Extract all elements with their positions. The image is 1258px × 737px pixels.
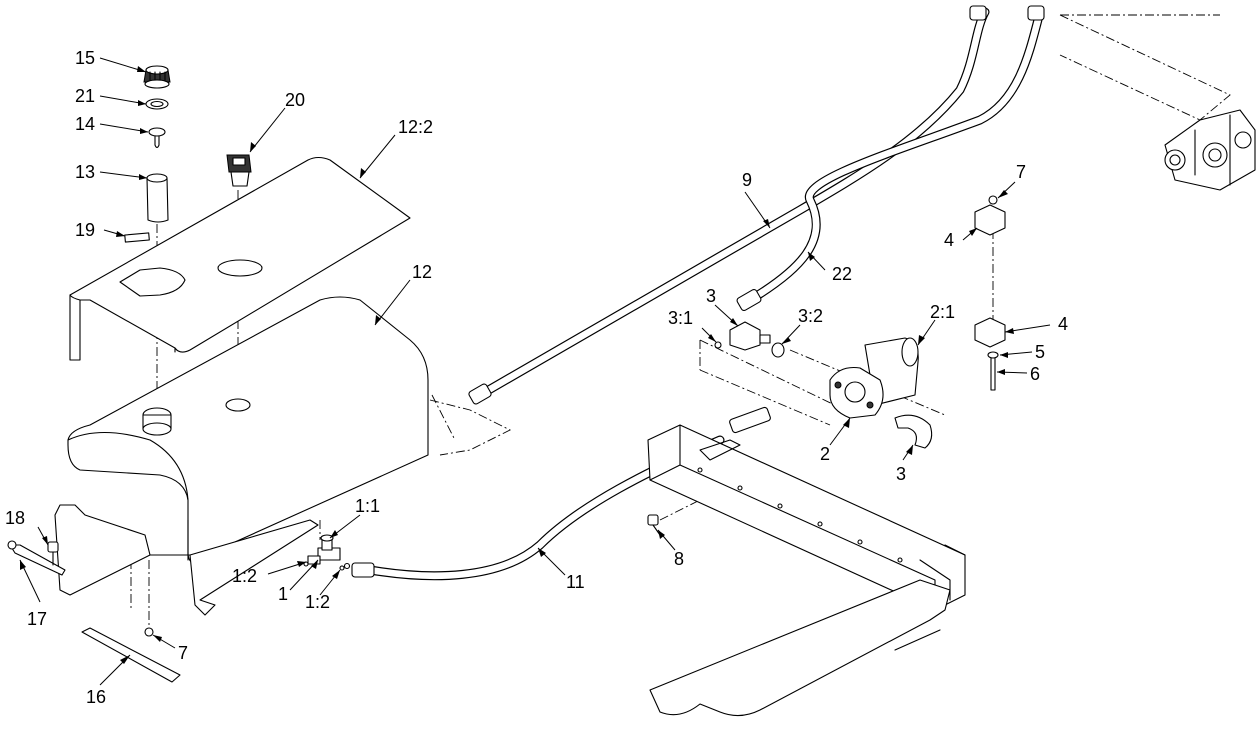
callout-2: 2	[820, 444, 830, 464]
callout-6: 6	[1030, 364, 1040, 384]
frame-bolt	[647, 514, 661, 536]
gasket	[145, 98, 169, 110]
fuel-tank	[67, 296, 429, 563]
callout-9: 9	[742, 170, 752, 190]
tank-strap-clamp	[7, 540, 66, 576]
vent-valve	[226, 154, 252, 187]
callout-21: 21	[75, 86, 95, 106]
mount-bracket	[974, 195, 1006, 391]
callout-1-2-left: 1:2	[232, 566, 257, 586]
callout-3-1: 3:1	[668, 308, 693, 328]
callout-15: 15	[75, 48, 95, 68]
filler-tube	[146, 173, 169, 223]
callout-13: 13	[75, 162, 95, 182]
hydraulic-hoses	[468, 5, 1045, 405]
callout-20: 20	[285, 90, 305, 110]
callout-18: 18	[5, 508, 25, 528]
callout-2-1: 2:1	[930, 302, 955, 322]
callout-16: 16	[86, 687, 106, 707]
callout-1-2-right: 1:2	[305, 592, 330, 612]
callout-8: 8	[674, 549, 684, 569]
callout-1: 1	[278, 584, 288, 604]
callout-3-bottom: 3	[896, 464, 906, 484]
callout-7-bottom: 7	[178, 643, 188, 663]
tank-shield	[69, 156, 411, 361]
fuel-filter	[829, 337, 933, 449]
callout-4-bottom: 4	[1058, 314, 1068, 334]
callout-1-1: 1:1	[355, 496, 380, 516]
callout-14: 14	[75, 114, 95, 134]
callout-22: 22	[832, 264, 852, 284]
callout-12-2: 12:2	[398, 117, 433, 137]
retainer	[148, 127, 166, 149]
callout-3-2: 3:2	[798, 306, 823, 326]
elbow-fitting	[714, 321, 785, 358]
frame-holes	[697, 467, 903, 563]
callout-3-top: 3	[706, 286, 716, 306]
tee-fitting	[303, 534, 351, 571]
filler-cap	[143, 65, 171, 89]
callout-19: 19	[75, 220, 95, 240]
tank-bracket	[54, 504, 319, 616]
callout-17: 17	[27, 609, 47, 629]
leader-arrowheads	[20, 66, 1014, 664]
callout-5: 5	[1035, 342, 1045, 362]
callout-7-top: 7	[1016, 162, 1026, 182]
nut	[144, 627, 154, 637]
callout-11: 11	[566, 572, 585, 592]
frame-rail	[647, 424, 966, 717]
callout-12: 12	[412, 262, 432, 282]
hydraulic-pump	[1164, 109, 1256, 191]
tank-strap	[81, 627, 181, 683]
callout-4-top: 4	[944, 230, 954, 250]
callout-labels: 15 21 14 13 19 20 12:2 12 18 17 16 7 1:2…	[5, 48, 1068, 707]
